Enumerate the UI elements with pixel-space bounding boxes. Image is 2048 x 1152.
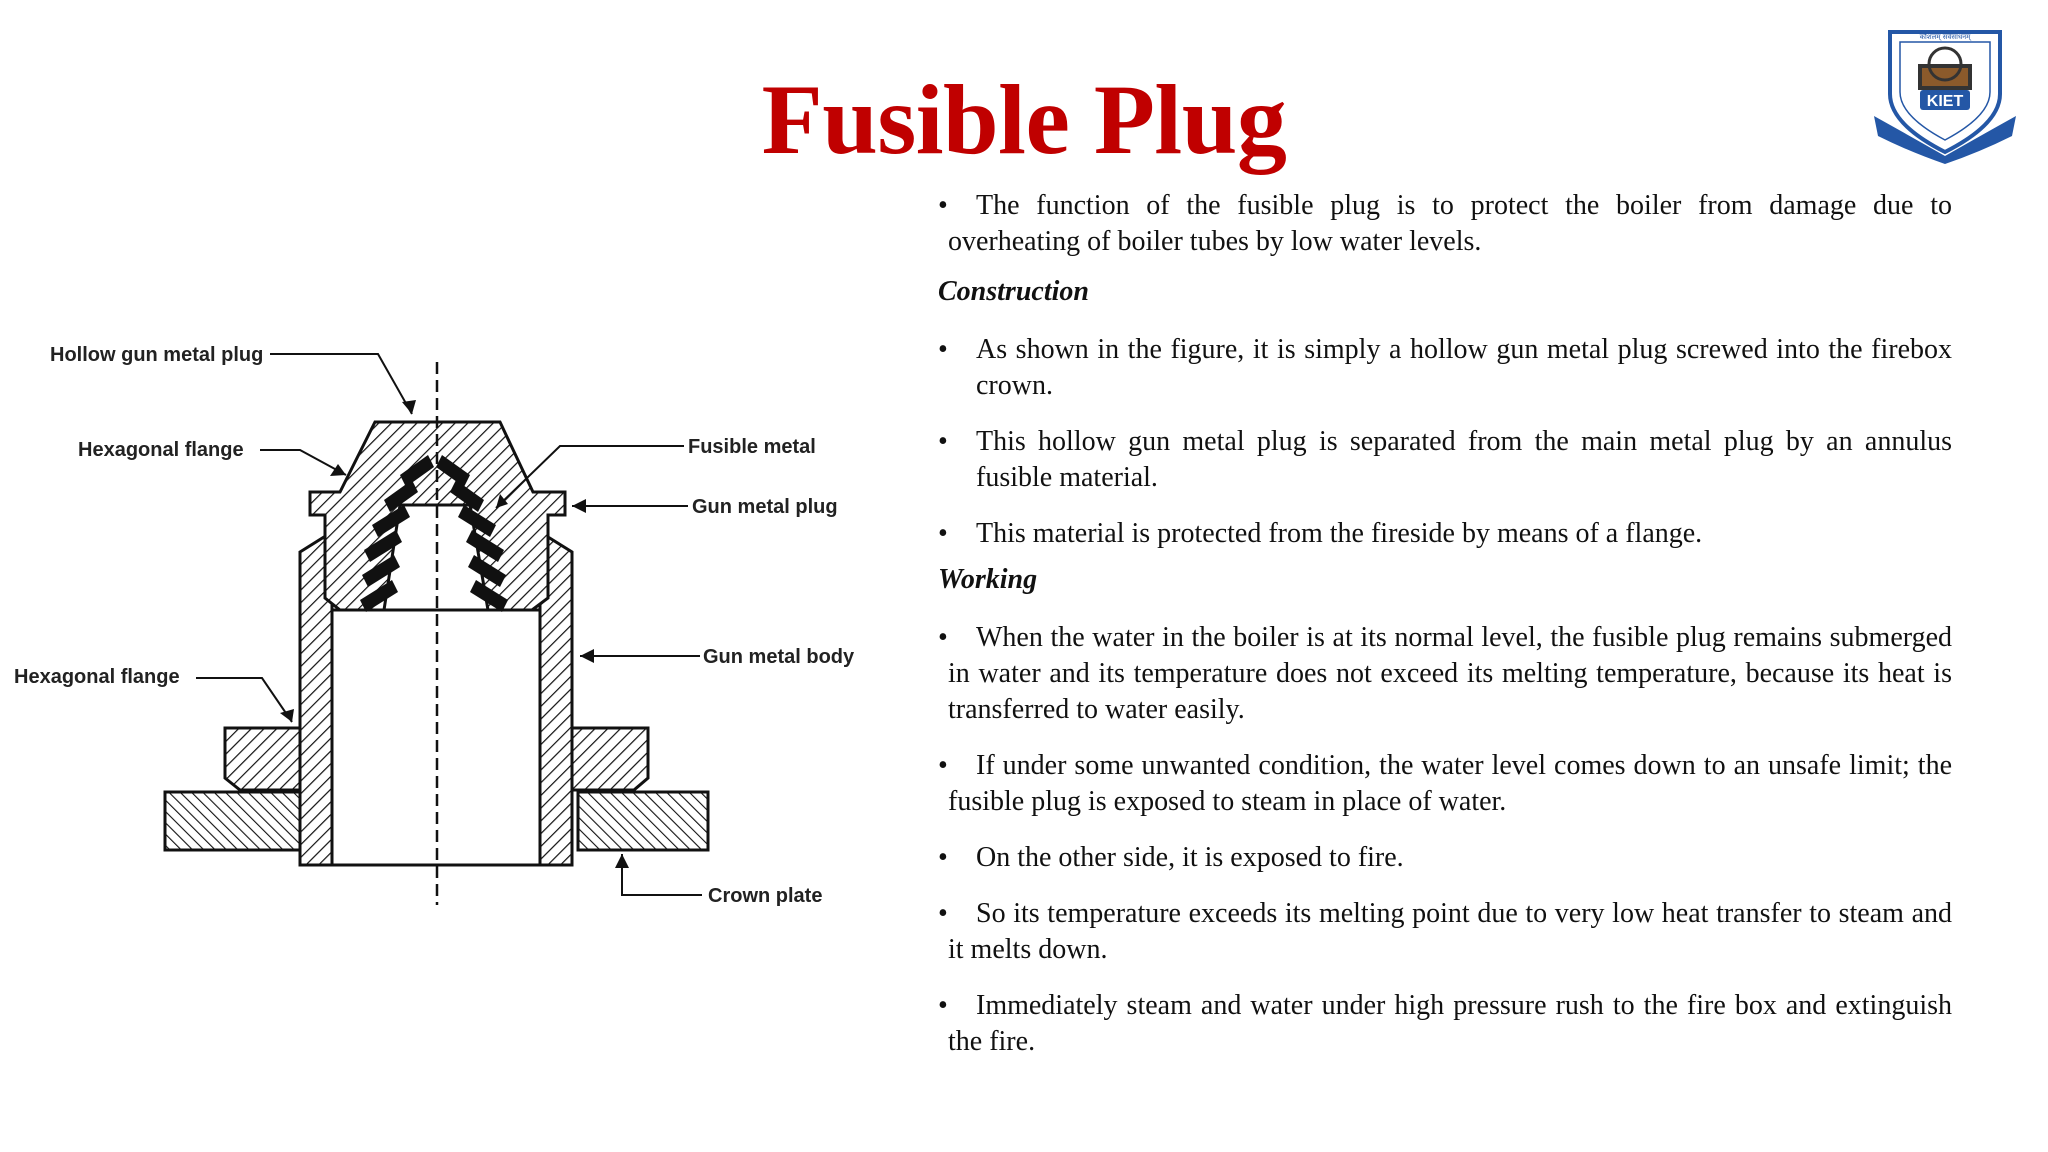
label-gun-metal-plug: Gun metal plug: [692, 496, 838, 518]
logo-motto: कौशलम् सर्वसाधनम्: [1920, 32, 1972, 41]
label-crown-plate: Crown plate: [708, 885, 822, 907]
construction-point: •This hollow gun metal plug is separated…: [938, 426, 1952, 493]
working-point: •Immediately steam and water under high …: [938, 990, 1952, 1057]
intro-paragraph: •The function of the fusible plug is to …: [938, 190, 1952, 257]
slide-content: •The function of the fusible plug is to …: [938, 188, 1952, 1070]
kiet-crest-icon: KIET कौशलम् सर्वसाधनम्: [1874, 30, 2016, 164]
label-hex-flange-top: Hexagonal flange: [78, 439, 244, 461]
construction-heading: Construction: [938, 276, 1089, 307]
label-hex-flange-bottom: Hexagonal flange: [14, 666, 180, 688]
fusible-metal: [360, 455, 508, 612]
working-point: •So its temperature exceeds its melting …: [938, 898, 1952, 965]
construction-point: •As shown in the figure, it is simply a …: [938, 334, 1952, 401]
logo-badge: KIET: [1927, 93, 1964, 110]
fusible-plug-diagram: Hollow gun metal plug Hexagonal flange F…: [14, 344, 855, 907]
working-heading: Working: [938, 564, 1038, 595]
label-gun-metal-body: Gun metal body: [703, 646, 855, 668]
slide-title: Fusible Plug: [761, 64, 1287, 175]
working-point: •On the other side, it is exposed to fir…: [938, 842, 1404, 873]
arrow-heads: [280, 400, 629, 868]
label-hollow-plug: Hollow gun metal plug: [50, 344, 263, 366]
working-point: •If under some unwanted condition, the w…: [938, 750, 1952, 817]
bullet: •: [938, 190, 948, 221]
construction-point: •This material is protected from the fir…: [938, 518, 1703, 549]
label-fusible-metal: Fusible metal: [688, 436, 816, 458]
working-point: •When the water in the boiler is at its …: [938, 622, 1952, 725]
